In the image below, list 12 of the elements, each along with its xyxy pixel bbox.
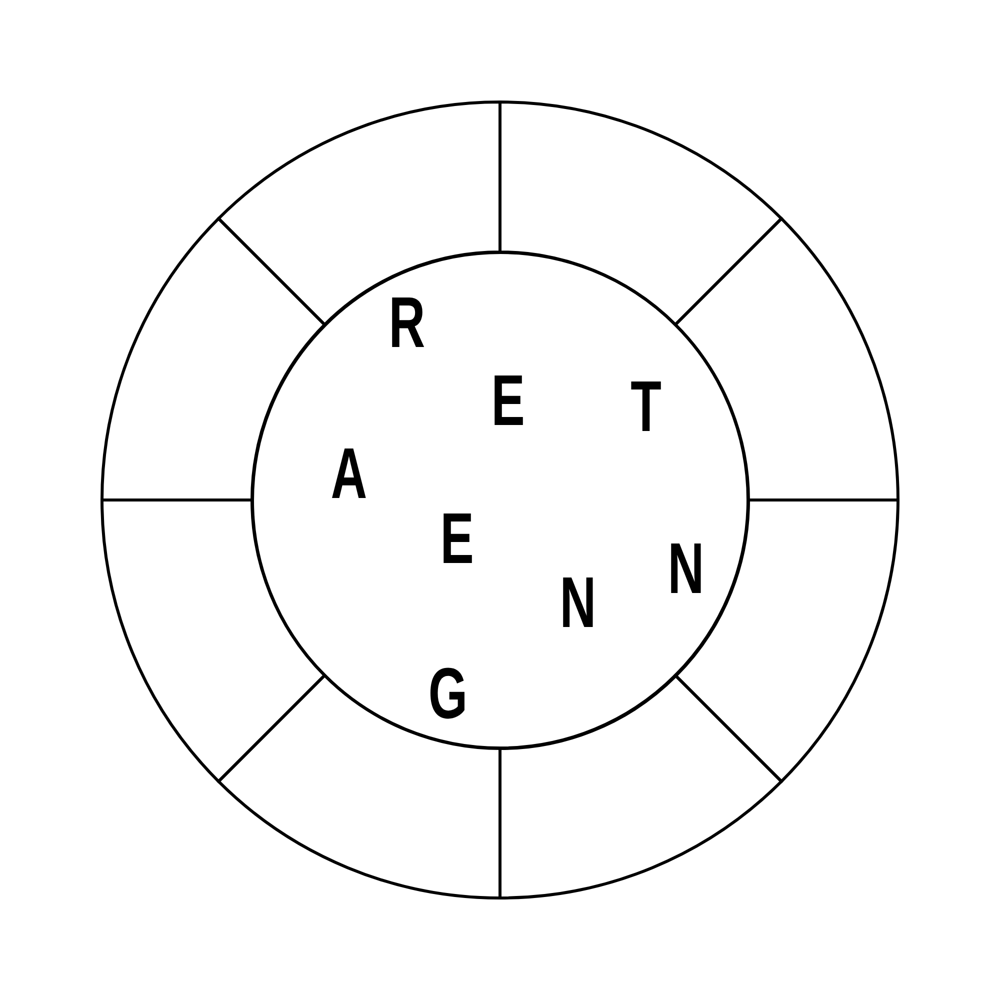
answer-segment [674, 217, 900, 502]
letter: R [388, 295, 426, 353]
letter: A [330, 446, 368, 504]
letter: E [440, 511, 474, 569]
answer-segment [100, 217, 326, 502]
letter: G [428, 666, 468, 724]
letter-circle [250, 250, 750, 750]
letter: N [560, 575, 596, 633]
letter: T [630, 379, 662, 437]
letter: E [491, 373, 525, 431]
letter: N [668, 541, 704, 599]
answer-segment [498, 674, 783, 900]
